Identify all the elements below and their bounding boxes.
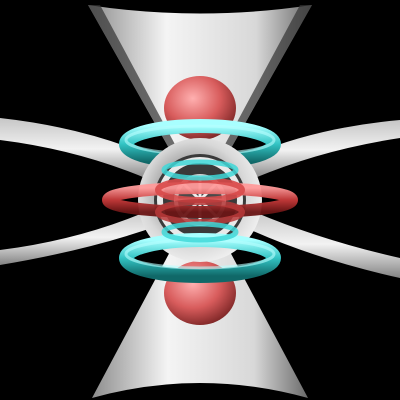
fin-lower-right — [240, 210, 400, 278]
nodal-plane-fins — [0, 118, 400, 278]
cone-top-shadow — [88, 5, 178, 150]
cyan-band-inner-lower — [161, 221, 239, 243]
cone-top-shadow-right — [222, 5, 312, 150]
fin-lower-left — [0, 210, 160, 265]
fin-upper-right — [240, 120, 400, 180]
red-equator-ring — [102, 177, 298, 225]
fin-upper-left — [0, 118, 160, 180]
cyan-band-inner-upper — [161, 159, 239, 181]
